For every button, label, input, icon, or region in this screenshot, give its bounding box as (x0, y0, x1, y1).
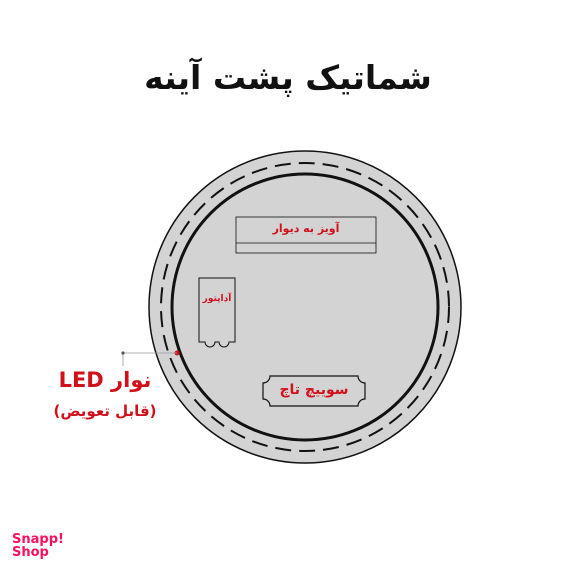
snappshop-logo: Snapp! Shop (12, 533, 64, 559)
touch-switch-label: سوییچ تاچ (279, 382, 349, 398)
touch-switch-box (262, 375, 366, 407)
mirror-inner-ring (170, 172, 440, 442)
mirror-back-circle (148, 150, 462, 464)
logo-line-2: Shop (12, 545, 49, 560)
mirror-dashed-outer-ring (160, 162, 450, 452)
led-leader-end-dot (121, 351, 125, 355)
adapter-box (198, 277, 236, 348)
adapter-label: آداپتور (202, 294, 232, 304)
logo-line-1: Snapp! (12, 532, 64, 547)
page-title: شماتیک پشت آینه (144, 58, 432, 97)
led-strip-label: نوار LED (58, 368, 152, 392)
led-strip-note: (قابل تعویض) (53, 402, 157, 420)
wall-mount-label: آویز به دیوار (272, 222, 340, 235)
wall-mount-box (235, 216, 377, 254)
